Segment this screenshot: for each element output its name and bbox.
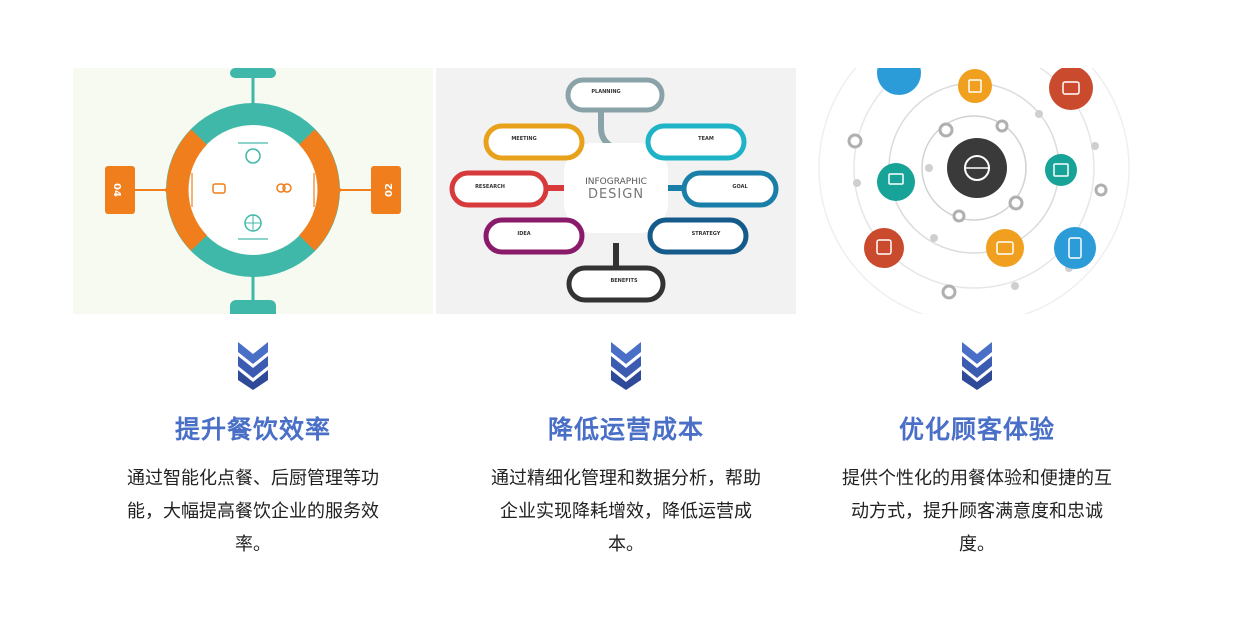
label-team: TEAM bbox=[698, 136, 714, 142]
center-line1: INFOGRAPHIC bbox=[585, 177, 647, 187]
label-strategy: STRATEGY bbox=[692, 231, 721, 237]
label-goal: GOAL bbox=[732, 184, 748, 190]
feature-title: 降低运营成本 bbox=[547, 415, 704, 444]
hub-infographic-image: INFOGRAPHIC DESIGN PLANNING TEAM GOAL ST… bbox=[436, 68, 796, 314]
chevron-down-icon bbox=[611, 342, 641, 390]
circle-infographic-image: 04 02 bbox=[73, 68, 433, 314]
feature-title: 优化顾客体验 bbox=[898, 415, 1055, 444]
label-idea: IDEA bbox=[517, 231, 530, 237]
network-icons-image bbox=[799, 68, 1159, 314]
chevron-down-icon bbox=[962, 342, 992, 390]
feature-description: 提供个性化的用餐体验和便捷的互动方式，提升顾客满意度和忠诚度。 bbox=[842, 468, 1112, 555]
feature-title: 提升餐饮效率 bbox=[174, 415, 331, 444]
chevron-down-icon bbox=[238, 342, 268, 390]
side-tag-left: 04 bbox=[111, 183, 122, 197]
label-research: RESEARCH bbox=[475, 184, 505, 190]
side-tag-right: 02 bbox=[384, 183, 395, 197]
feature-description: 通过精细化管理和数据分析，帮助企业实现降耗增效，降低运营成本。 bbox=[491, 468, 761, 555]
label-benefits: BENEFITS bbox=[610, 278, 638, 284]
label-planning: PLANNING bbox=[591, 89, 620, 95]
feature-description: 通过智能化点餐、后厨管理等功能，大幅提高餐饮企业的服务效率。 bbox=[127, 468, 379, 555]
label-meeting: MEETING bbox=[511, 136, 536, 142]
center-line2: DESIGN bbox=[588, 187, 644, 202]
